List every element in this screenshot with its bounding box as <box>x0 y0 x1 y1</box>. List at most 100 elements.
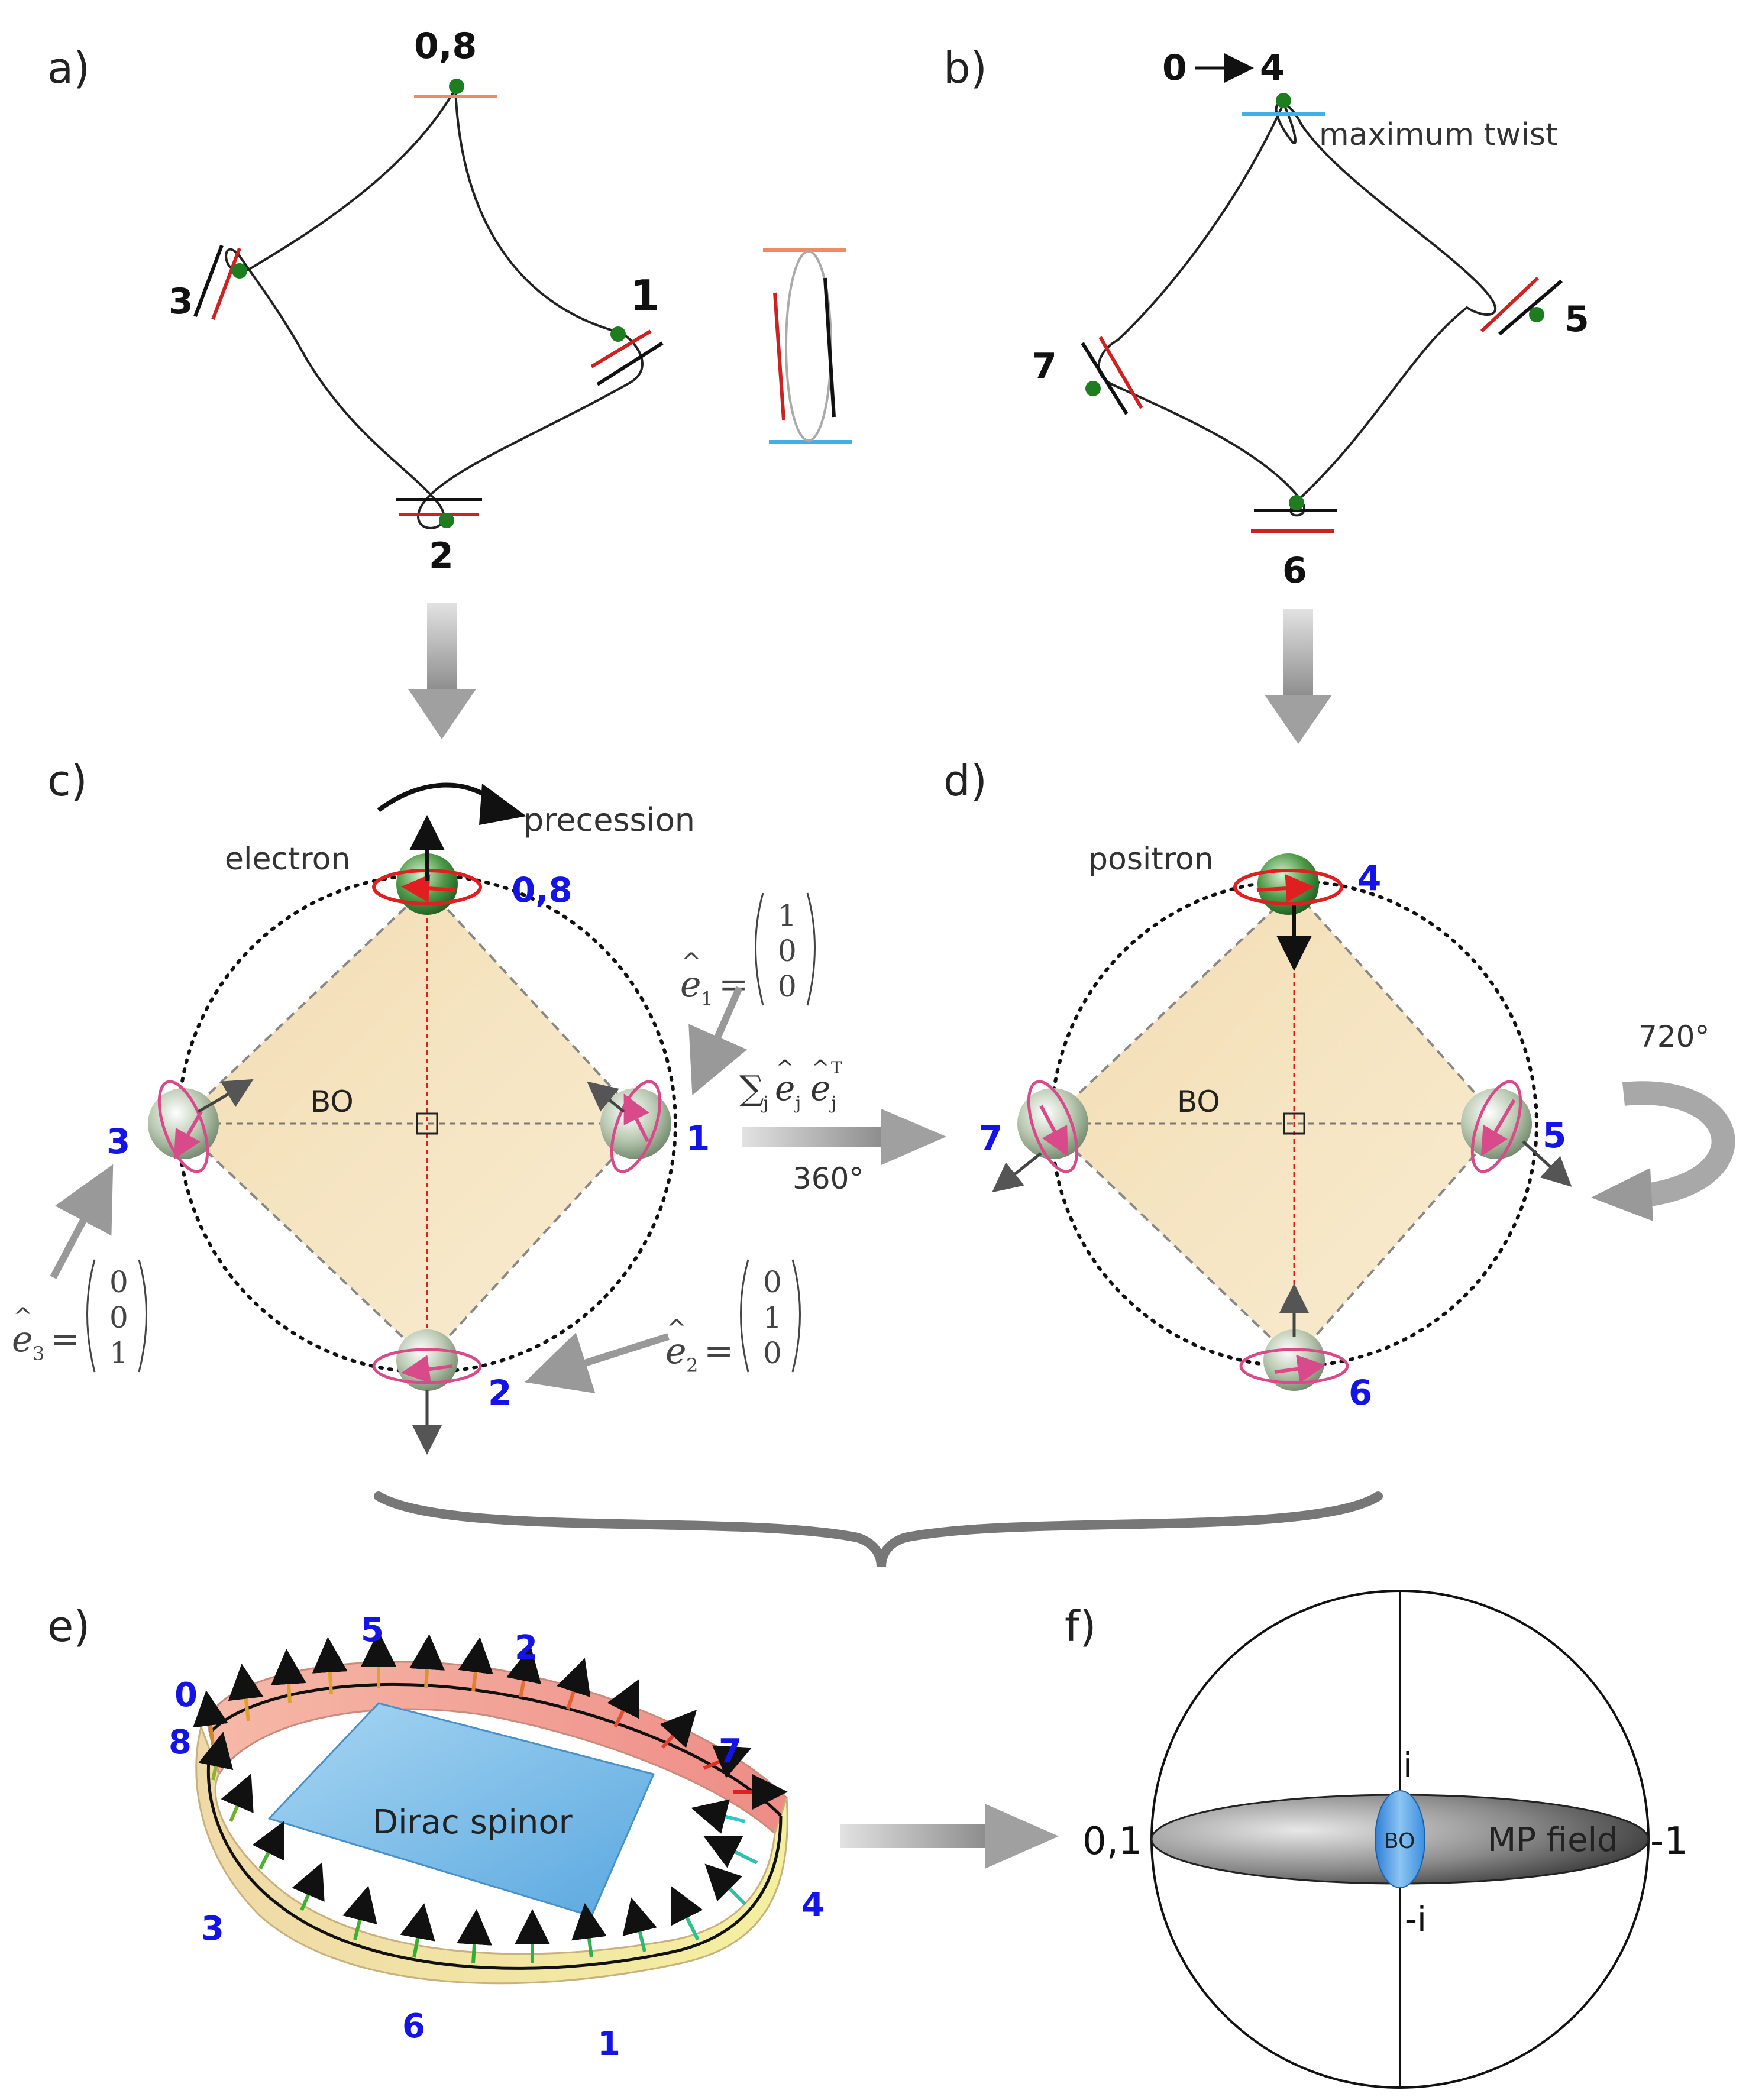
e1-component-1: 1 <box>778 898 797 933</box>
panel-b-annotation: maximum twist <box>1319 117 1557 153</box>
e1-component-2: 0 <box>778 934 797 968</box>
panel-f-letter: f) <box>1065 1601 1096 1651</box>
transition-exponent: T <box>831 1058 842 1077</box>
panel-a-legend <box>763 248 852 444</box>
transition-c-to-d: ∑ j e ^ j e ^ j T 360° <box>739 1056 946 1196</box>
panel-e-label-4: 4 <box>801 1886 825 1924</box>
panel-b-label-4: 4 <box>1260 47 1285 89</box>
e2-subscript: 2 <box>686 1354 698 1377</box>
panel-a-label-08: 0,8 <box>414 25 477 67</box>
e2-component-1: 0 <box>763 1265 782 1299</box>
panel-b-dot-7 <box>1085 381 1101 396</box>
e3-symbol: e <box>12 1319 33 1360</box>
band-lower <box>195 1723 788 1985</box>
panel-c-center-square <box>416 1112 438 1135</box>
panel-e-label-8: 8 <box>169 1723 192 1762</box>
panel-c-ball-3 <box>148 1079 254 1173</box>
panel-d-positron: positron <box>1088 842 1214 877</box>
panel-d-letter: d) <box>943 756 987 805</box>
panel-b-bars-7 <box>1081 336 1143 415</box>
panel-a-label-1: 1 <box>630 271 659 321</box>
panel-c-precession: precession <box>523 801 695 839</box>
panel-c-label-08: 0,8 <box>512 870 573 910</box>
panel-a-label-3: 3 <box>169 281 193 322</box>
transition-sum-symbol: ∑ <box>739 1068 764 1108</box>
panel-e-label-0: 0 <box>174 1676 198 1714</box>
e2-equals: = <box>704 1331 733 1372</box>
transition-e-right-sub: j <box>829 1093 836 1114</box>
e3-subscript: 3 <box>33 1342 44 1365</box>
panel-e-label-3: 3 <box>201 1910 224 1948</box>
spinor-label: Dirac spinor <box>373 1803 573 1842</box>
panel-d-ball-6 <box>1239 1283 1349 1391</box>
panel-a-bars-3 <box>193 244 241 321</box>
e2-vector: e ^ 2 = 0 1 0 <box>525 1259 801 1393</box>
panel-e-label-7: 7 <box>719 1732 742 1771</box>
panel-d: d) BO positron 4 5 7 <box>943 756 1735 1413</box>
panel-e-letter: e) <box>47 1601 90 1651</box>
e3-hat: ^ <box>13 1303 33 1331</box>
e3-component-2: 0 <box>109 1300 128 1335</box>
rotation-720-arrow <box>1622 1081 1735 1206</box>
panel-c-ball-2 <box>372 1329 482 1455</box>
panel-e-label-1: 1 <box>597 2025 620 2063</box>
e2-hat: ^ <box>667 1315 687 1342</box>
transition-e-left-sub: j <box>794 1093 801 1114</box>
panel-a-bars-1 <box>590 329 664 386</box>
panel-d-ball-7 <box>992 1080 1088 1193</box>
panel-a-bars-2 <box>396 498 482 516</box>
arrow-e-to-f <box>840 1804 1059 1869</box>
panel-b-label-0: 0 <box>1162 47 1187 89</box>
band-arrows-lower <box>198 1732 758 1964</box>
precession-arrow <box>377 782 499 813</box>
panel-b-dot-6 <box>1289 495 1304 510</box>
brace <box>374 1491 1383 1568</box>
panel-c: c) BO precession electron 0,8 1 <box>12 756 816 1455</box>
panel-d-ball-4 <box>1233 853 1343 971</box>
spinor-sheet <box>267 1702 655 1917</box>
panel-f-bo: BO <box>1384 1829 1415 1853</box>
panel-c-label-1: 1 <box>686 1118 710 1159</box>
panel-a-dot-3 <box>232 263 247 279</box>
panel-c-label-3: 3 <box>106 1121 130 1161</box>
e3-equals: = <box>50 1319 80 1360</box>
e2-component-3: 0 <box>763 1336 782 1370</box>
panel-b: b) 0 4 maximum twist 5 7 6 <box>943 43 1589 591</box>
e1-subscript: 1 <box>701 988 713 1010</box>
transition-angle: 360° <box>793 1161 864 1196</box>
panel-a: a) 0,8 3 1 2 <box>47 25 852 577</box>
panel-f: f) BO MP field 0,1 -1 i -i <box>1065 1590 1688 2089</box>
panel-f-top: i <box>1403 1745 1412 1785</box>
panel-b-label-5: 5 <box>1564 299 1589 340</box>
panel-c-ball-08 <box>372 815 482 915</box>
arrow-b-to-d <box>1265 609 1332 744</box>
panel-a-dot-08 <box>449 79 464 94</box>
e3-component-1: 0 <box>109 1265 128 1299</box>
panel-d-center-square <box>1283 1112 1305 1135</box>
panel-d-label-7: 7 <box>979 1118 1003 1159</box>
panel-a-dot-2 <box>439 513 454 528</box>
panel-d-label-5: 5 <box>1543 1115 1566 1156</box>
transition-sum-index: j <box>761 1093 768 1114</box>
e2-component-2: 1 <box>763 1300 782 1335</box>
bo-ellipse <box>1375 1790 1425 1888</box>
arrow-a-to-c <box>408 603 476 739</box>
panel-c-label-2: 2 <box>488 1373 512 1413</box>
panel-d-bo: BO <box>1177 1085 1220 1119</box>
e2-symbol: e <box>665 1331 687 1372</box>
e1-symbol: e <box>680 964 701 1005</box>
svg-text:^: ^ <box>812 1056 829 1080</box>
panel-a-letter: a) <box>47 43 90 93</box>
panel-a-dot-1 <box>610 326 626 342</box>
panel-c-electron: electron <box>225 842 350 877</box>
panel-a-label-2: 2 <box>429 535 454 577</box>
panel-d-label-4: 4 <box>1357 858 1381 898</box>
panel-e-label-5: 5 <box>361 1611 384 1649</box>
panel-c-letter: c) <box>47 756 88 805</box>
panel-b-curve <box>1097 101 1497 517</box>
panel-d-ball-5 <box>1461 1080 1572 1187</box>
transition-e-right: e <box>810 1068 830 1108</box>
e1-vector: e ^ 1 = 1 0 0 <box>680 892 816 1095</box>
panel-b-dot-5 <box>1529 307 1544 322</box>
